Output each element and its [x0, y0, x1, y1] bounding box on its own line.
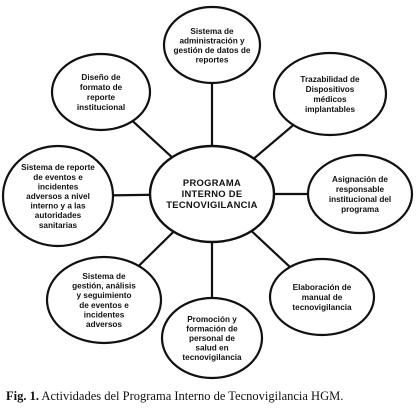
node-label-line: incidentes: [38, 182, 79, 191]
node-label-line: formato de: [80, 83, 123, 92]
node-label-line: Trazabilidad de: [300, 75, 360, 84]
node-ellipse-asignacion-responsable: [306, 153, 414, 235]
node-label-line: interno y a las: [30, 202, 86, 211]
node-label-line: salud en: [195, 344, 228, 353]
node-ellipse-sistema-administracion: [162, 5, 262, 85]
node-label-line: Elaboración de: [293, 283, 352, 292]
node-ellipse-sistema-gestion: [45, 255, 163, 345]
figure-caption: Fig. 1. Actividades del Programa Interno…: [6, 389, 416, 404]
node-label-line: incidentes: [84, 310, 125, 319]
node-label-line: autoridades: [35, 211, 82, 220]
node-label-line: de eventos e: [33, 173, 83, 182]
node-label-line: administración y: [179, 36, 245, 45]
node-label-line: gestión, análisis: [72, 282, 136, 291]
node-label-line: reporte: [87, 93, 116, 102]
node-label-line: formación de: [186, 324, 238, 333]
node-label-line: personal de: [189, 334, 235, 343]
node-label-line: institucional del: [329, 195, 391, 204]
center-label-line: INTERNO DE: [182, 188, 243, 199]
node-label-line: tecnovigilancia: [182, 353, 242, 362]
node-label-line: médicos: [313, 95, 347, 104]
node-ellipse-trazabilidad: [272, 51, 388, 137]
node-label-line: y seguimiento: [76, 291, 131, 300]
node-label-line: Sistema de reporte: [21, 163, 95, 172]
node-label-line: adversos: [86, 320, 122, 329]
node-label-line: Dispositivos: [306, 85, 355, 94]
caption-label: Fig. 1.: [6, 389, 39, 403]
node-label-line: Promoción y: [187, 315, 237, 324]
node-label-line: Diseño de: [81, 73, 121, 82]
node-label-line: sanitarias: [39, 221, 78, 230]
node-label-line: de eventos e: [79, 301, 129, 310]
node-label-line: programa: [341, 205, 379, 214]
node-label-line: Asignación de: [332, 175, 388, 184]
center-label-line: TECNOVIGILANCIA: [166, 199, 257, 210]
node-label-line: adversos a nivel: [26, 192, 90, 201]
node-label-line: manual de: [302, 293, 343, 302]
node-ellipse-diseno-formato: [50, 52, 152, 132]
node-ellipse-promocion-formacion: [160, 296, 264, 380]
node-label-line: reportes: [196, 55, 229, 64]
node-ellipse-elaboracion-manual: [268, 257, 376, 337]
center-label-line: PROGRAMA: [183, 177, 241, 188]
node-label-line: implantables: [305, 105, 355, 114]
node-label-line: Sistema de: [190, 27, 234, 36]
center-ellipse: [148, 144, 276, 244]
node-label-line: Sistema de: [82, 272, 126, 281]
node-label-line: tecnovigilancia: [292, 303, 352, 312]
node-label-line: institucional: [77, 103, 125, 112]
node-label-line: gestión de datos de: [174, 46, 251, 55]
node-ellipse-sistema-reporte: [1, 144, 115, 248]
node-trazabilidad: Trazabilidad deDispositivosmédicosimplan…: [272, 51, 388, 137]
node-label-line: responsable: [336, 185, 385, 194]
caption-text: Actividades del Programa Interno de Tecn…: [41, 389, 344, 403]
